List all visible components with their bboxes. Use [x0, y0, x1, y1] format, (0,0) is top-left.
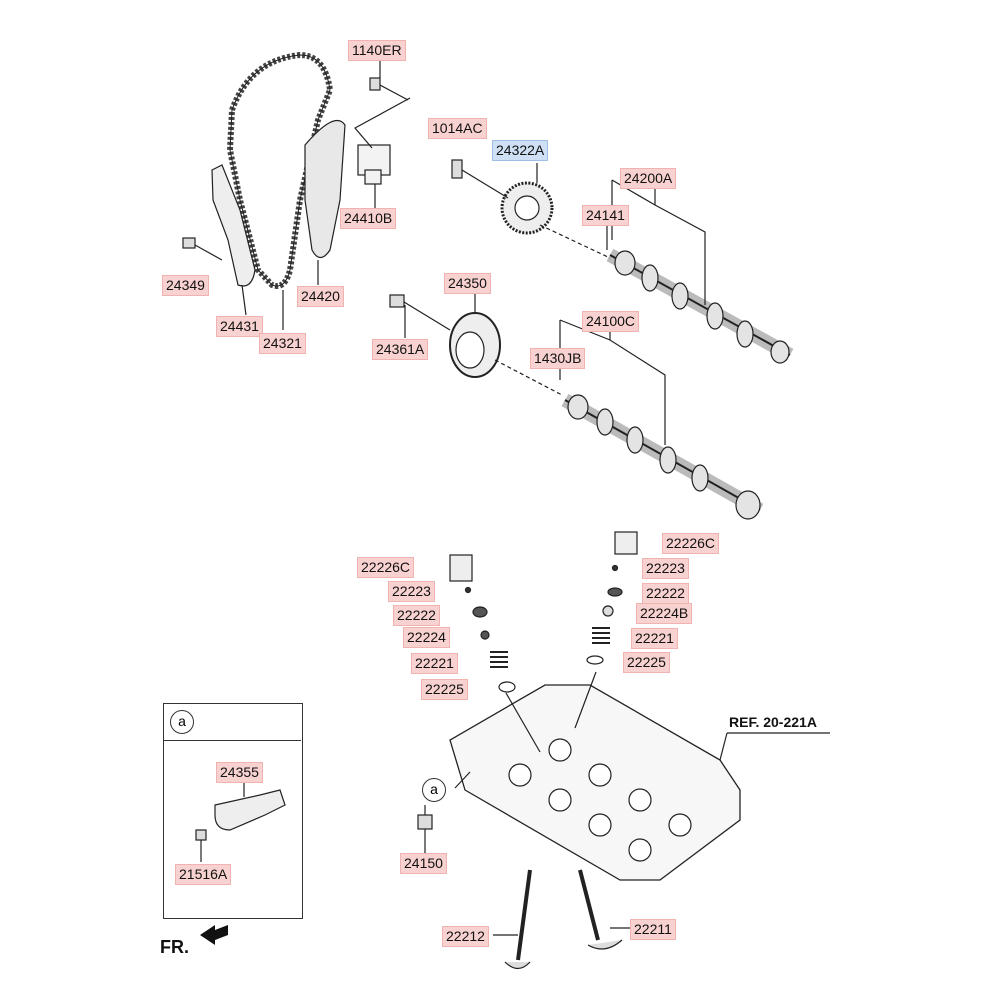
valve-intake	[504, 961, 531, 970]
label-22226C-right[interactable]: 22226C	[662, 533, 720, 554]
label-1140ER[interactable]: 1140ER	[348, 40, 406, 61]
label-22226C-left[interactable]: 22226C	[357, 557, 415, 578]
label-24100C[interactable]: 24100C	[582, 311, 640, 332]
label-24350[interactable]: 24350	[444, 273, 491, 294]
label-24322A[interactable]: 24322A	[492, 140, 549, 161]
label-22222-right[interactable]: 22222	[642, 583, 689, 604]
spring-left	[490, 651, 508, 668]
inset-divider	[163, 740, 301, 741]
label-22225-right[interactable]: 22225	[623, 652, 670, 673]
label-21516A[interactable]: 21516A	[175, 864, 232, 885]
label-22223-left[interactable]: 22223	[388, 581, 435, 602]
label-22225-left[interactable]: 22225	[421, 679, 468, 700]
inset-box	[163, 703, 303, 919]
label-22221-right[interactable]: 22221	[631, 628, 678, 649]
label-24321[interactable]: 24321	[259, 333, 306, 354]
label-1014AC[interactable]: 1014AC	[428, 118, 487, 139]
tappet-right	[614, 531, 638, 555]
circle-marker-inset: a	[170, 710, 194, 734]
label-22223-right[interactable]: 22223	[642, 558, 689, 579]
ref-label[interactable]: REF. 20-221A	[729, 714, 817, 730]
front-label: FR.	[160, 937, 189, 957]
label-22224[interactable]: 22224	[403, 627, 450, 648]
tensioner-arm	[211, 164, 256, 287]
label-24410B[interactable]: 24410B	[340, 208, 397, 229]
label-24420[interactable]: 24420	[297, 286, 344, 307]
label-22224B[interactable]: 22224B	[636, 603, 693, 624]
label-24361A[interactable]: 24361A	[372, 339, 429, 360]
circle-marker-head: a	[422, 778, 446, 802]
label-24431[interactable]: 24431	[216, 316, 263, 337]
label-24141[interactable]: 24141	[582, 205, 629, 226]
label-22222-left[interactable]: 22222	[393, 605, 440, 626]
label-22211[interactable]: 22211	[630, 919, 676, 940]
label-24200A[interactable]: 24200A	[620, 168, 677, 189]
label-24355[interactable]: 24355	[216, 762, 263, 783]
label-1430JB[interactable]: 1430JB	[530, 348, 586, 369]
oil-control-valve	[214, 789, 286, 831]
label-22221-left[interactable]: 22221	[411, 653, 458, 674]
chain-guide-right	[304, 120, 346, 259]
tappet-left	[449, 554, 473, 582]
label-22212[interactable]: 22212	[442, 926, 489, 947]
arrow-front-icon	[200, 925, 228, 945]
valve-exhaust	[587, 939, 623, 950]
spring-right	[592, 627, 610, 644]
label-24349[interactable]: 24349	[162, 275, 209, 296]
label-24150[interactable]: 24150	[400, 853, 447, 874]
